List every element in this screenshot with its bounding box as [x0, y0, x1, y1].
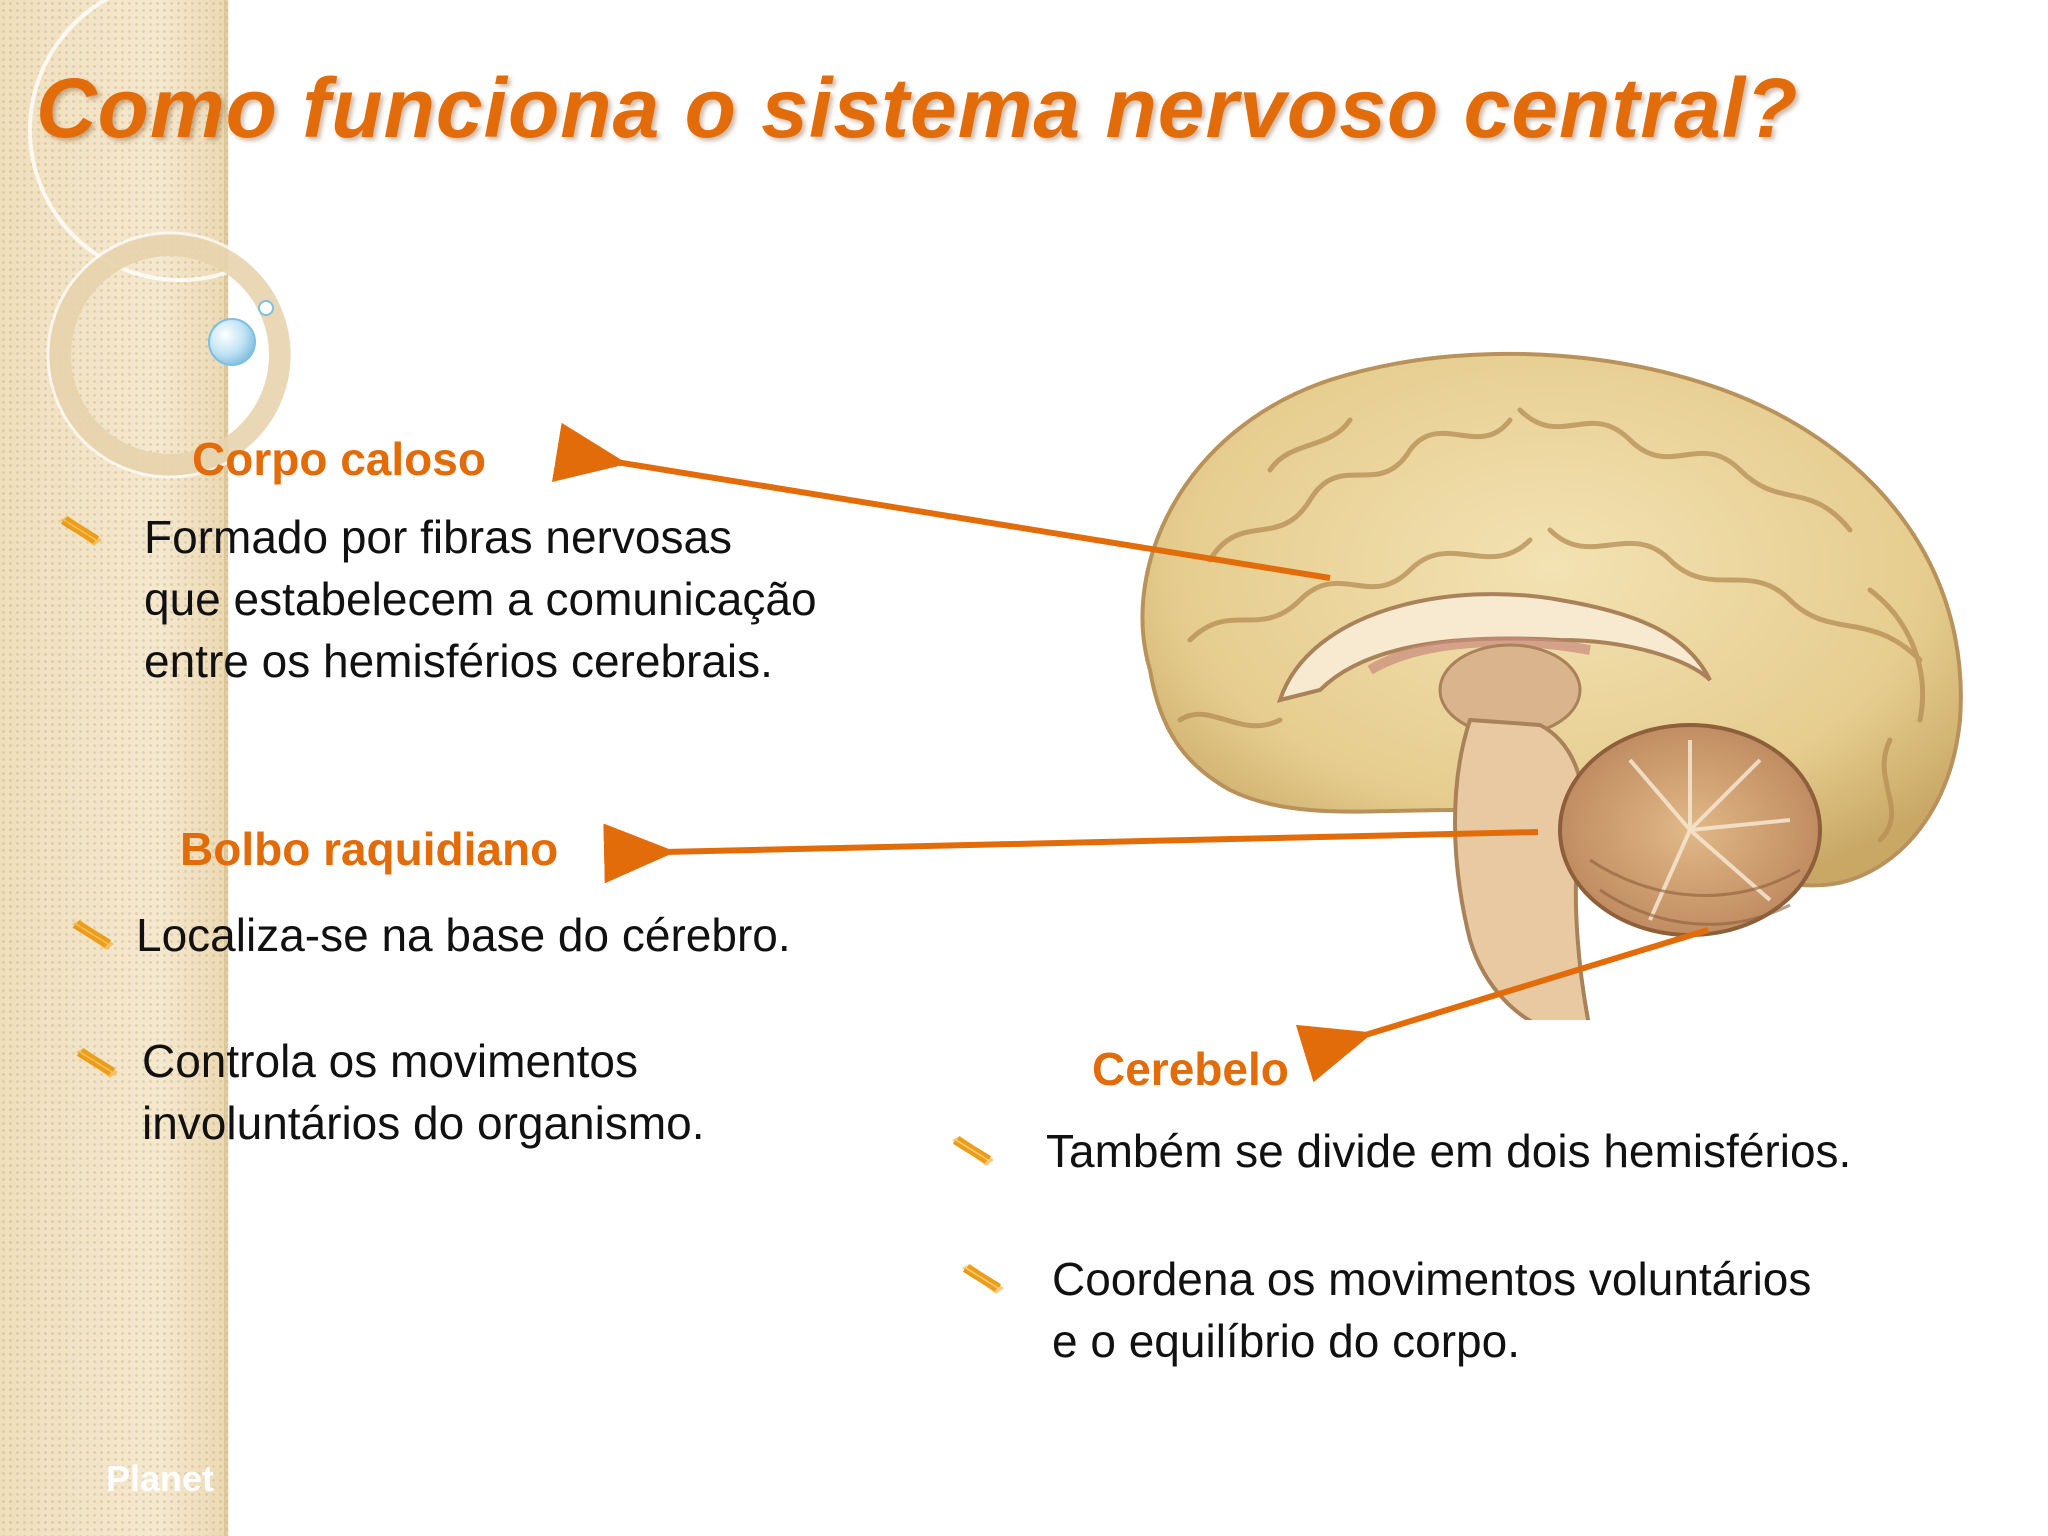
heading-corpo-caloso: Corpo caloso [192, 433, 486, 485]
pencil-hand-icon [72, 920, 114, 950]
bubble-large [208, 318, 256, 366]
pencil-hand-icon [76, 1048, 118, 1078]
footer-text: Planet [106, 1458, 215, 1499]
heading-cerebelo: Cerebelo [1092, 1043, 1289, 1095]
heading-bolbo-raquidiano: Bolbo raquidiano [180, 823, 559, 875]
bullet-text: Controla os movimentos involuntários do … [142, 1035, 705, 1149]
decorative-rings [28, 0, 330, 479]
bullet-text: Formado por fibras nervosas que estabele… [144, 511, 817, 687]
bullet-text: Localiza-se na base do cérebro. [136, 909, 791, 961]
bullet-text: Coordena os movimentos voluntários e o e… [1052, 1253, 1812, 1367]
bullet-text: Também se divide em dois hemisférios. [1046, 1125, 1852, 1177]
page-title: Como funciona o sistema nervoso central? [36, 61, 1799, 155]
bubble-small [258, 300, 274, 316]
pencil-hand-icon [962, 1264, 1004, 1294]
brain-illustration [1140, 351, 1963, 1020]
pencil-hand-icon [60, 516, 102, 546]
sidebar-edge [224, 0, 230, 1536]
pencil-hand-icon [952, 1136, 994, 1166]
